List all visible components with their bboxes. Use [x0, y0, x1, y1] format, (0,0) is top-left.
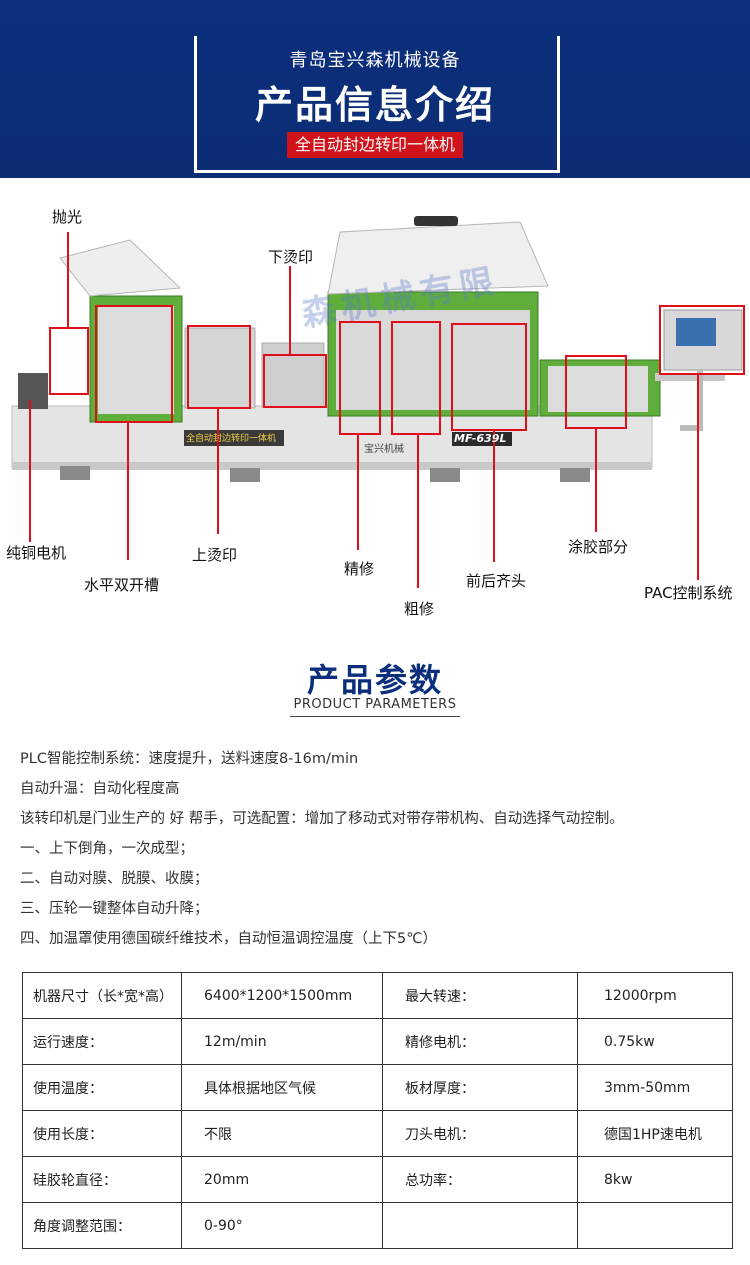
table-cell: 6400*1200*1500mm — [181, 972, 383, 1019]
table-cell: 板材厚度： — [382, 1064, 578, 1111]
callout-upper-stamp: 上烫印 — [192, 546, 238, 564]
table-row: 硅胶轮直径： 20mm 总功率： 8kw — [22, 1156, 733, 1203]
banner-frame — [194, 36, 560, 173]
table-cell — [577, 1202, 733, 1249]
product-subtitle: 全自动封边转印一体机 — [287, 132, 463, 158]
callout-polish: 抛光 — [52, 208, 83, 226]
table-cell: 12m/min — [181, 1018, 383, 1065]
desc-line: 自动升温：自动化程度高 — [20, 781, 180, 797]
main-hood — [327, 221, 549, 295]
desc-line: 三、压轮一键整体自动升降； — [20, 901, 209, 917]
table-cell: 使用温度： — [22, 1064, 182, 1111]
machine-brand-label: 宝兴机械 — [364, 444, 404, 455]
table-cell: 0-90° — [181, 1202, 383, 1249]
callout-copper-motor: 纯铜电机 — [6, 544, 67, 562]
desc-line: 该转印机是门业生产的 好 帮手，可选配置：增加了移动式对带存带机构、自动选择气动… — [20, 811, 624, 827]
page-title: 产品信息介绍 — [254, 83, 495, 127]
table-row: 角度调整范围： 0-90° — [22, 1202, 733, 1249]
callout-end-cut: 前后齐头 — [466, 572, 527, 590]
table-cell: 硅胶轮直径： — [22, 1156, 182, 1203]
table-row: 使用温度： 具体根据地区气候 板材厚度： 3mm-50mm — [22, 1064, 733, 1111]
section-title: 产品参数 — [306, 661, 443, 699]
table-cell: 3mm-50mm — [577, 1064, 733, 1111]
desc-line: 一、上下倒角，一次成型； — [20, 841, 194, 857]
section-divider — [290, 716, 460, 717]
table-cell: 精修电机： — [382, 1018, 578, 1065]
table-cell: 不限 — [181, 1110, 383, 1157]
callout-fine-trim: 精修 — [344, 560, 375, 578]
desc-line: PLC智能控制系统：速度提升，送料速度8-16m/min — [20, 751, 359, 767]
table-row: 运行速度： 12m/min 精修电机： 0.75kw — [22, 1018, 733, 1065]
table-cell: 8kw — [577, 1156, 733, 1203]
parameter-table: 机器尺寸（长*宽*高） 6400*1200*1500mm 最大转速： 12000… — [22, 972, 733, 1249]
callout-pac: PAC控制系统 — [644, 584, 733, 602]
company-name: 青岛宝兴森机械设备 — [289, 50, 461, 71]
machine-front-label: 全自动封边转印一体机 — [186, 434, 277, 444]
callout-double-groove: 水平双开槽 — [84, 576, 160, 594]
table-cell: 总功率： — [382, 1156, 578, 1203]
table-cell: 20mm — [181, 1156, 383, 1203]
table-cell: 最大转速： — [382, 972, 578, 1019]
table-cell: 角度调整范围： — [22, 1202, 182, 1249]
machine-illustration: 抛光 下烫印 纯铜电机 水平双开槽 上烫印 精修 粗修 前后齐头 涂胶部分 PA… — [0, 178, 750, 638]
machine-model-label: MF-639L — [454, 432, 507, 445]
motor-housing — [18, 373, 48, 409]
callout-lower-stamp: 下烫印 — [268, 248, 314, 266]
description-block: PLC智能控制系统：速度提升，送料速度8-16m/min 自动升温：自动化程度高… — [20, 744, 735, 954]
table-cell — [382, 1202, 578, 1249]
table-cell: 机器尺寸（长*宽*高） — [22, 972, 182, 1019]
left-hood — [59, 239, 182, 297]
table-cell: 12000rpm — [577, 972, 733, 1019]
table-cell: 刀头电机： — [382, 1110, 578, 1157]
desc-line: 二、自动对膜、脱膜、收膜； — [20, 871, 209, 887]
callout-glue: 涂胶部分 — [568, 538, 629, 556]
table-cell: 使用长度： — [22, 1110, 182, 1157]
table-row: 使用长度： 不限 刀头电机： 德国1HP速电机 — [22, 1110, 733, 1157]
table-cell: 德国1HP速电机 — [577, 1110, 733, 1157]
desc-line: 四、加温罩使用德国碳纤维技术，自动恒温调控温度（上下5℃） — [20, 931, 438, 947]
table-cell: 具体根据地区气候 — [181, 1064, 383, 1111]
table-cell: 运行速度： — [22, 1018, 182, 1065]
callout-rough-trim: 粗修 — [404, 600, 435, 618]
machine-drawing — [11, 216, 745, 588]
header-banner: 青岛宝兴森机械设备 产品信息介绍 全自动封边转印一体机 — [0, 0, 750, 178]
table-cell: 0.75kw — [577, 1018, 733, 1065]
table-row: 机器尺寸（长*宽*高） 6400*1200*1500mm 最大转速： 12000… — [22, 972, 733, 1019]
section-subtitle: PRODUCT PARAMETERS — [293, 697, 457, 712]
